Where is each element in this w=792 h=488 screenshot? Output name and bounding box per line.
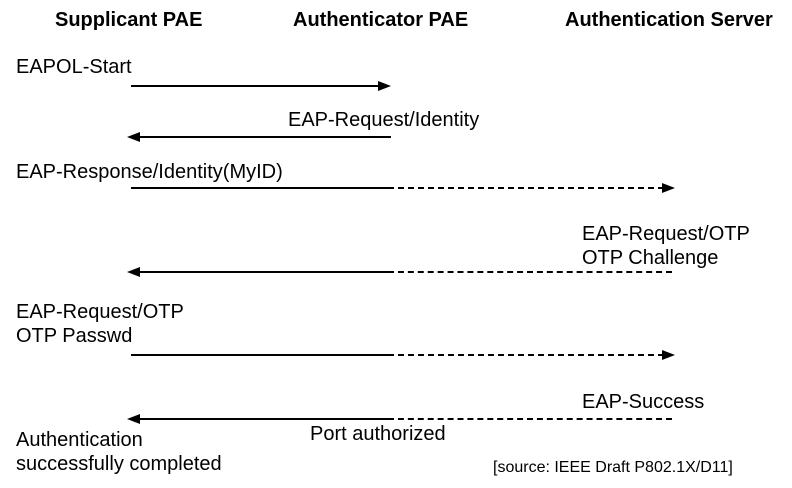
status-label-line2: successfully completed (16, 453, 222, 475)
message-arrow-line-eap-success (388, 418, 672, 420)
message-label-line2: OTP Challenge (582, 247, 719, 269)
arrowhead-left-icon (127, 414, 140, 424)
arrowhead-right-icon (662, 183, 675, 193)
message-label-line1: EAP-Request/OTP (16, 301, 184, 323)
arrowhead-left-icon (127, 267, 140, 277)
message-label-line1: EAP-Request/OTP (582, 223, 750, 245)
message-arrow-line-eap-response-otp (131, 354, 388, 356)
message-label-eap-request-identity: EAP-Request/Identity (288, 109, 480, 131)
message-label-eap-response-identity: EAP-Response/Identity(MyID) (16, 161, 283, 183)
column-header-authentication-server: Authentication Server (565, 9, 773, 31)
message-arrow-line-eap-success (138, 418, 388, 420)
message-label-line2: OTP Passwd (16, 325, 133, 347)
message-arrow-line-eap-response-identity (131, 187, 388, 189)
message-arrow-line-eap-request-identity (138, 136, 391, 138)
status-label-authentication-completed: Authentication successfully completed (16, 428, 222, 476)
column-header-supplicant-pae: Supplicant PAE (55, 9, 203, 31)
arrowhead-right-icon (378, 81, 391, 91)
column-header-authenticator-pae: Authenticator PAE (293, 9, 469, 31)
message-arrow-line-eapol-start (131, 85, 380, 87)
source-citation: [source: IEEE Draft P802.1X/D11] (493, 459, 733, 476)
message-arrow-line-eap-request-otp (138, 271, 388, 273)
status-label-port-authorized: Port authorized (310, 423, 446, 445)
arrowhead-right-icon (662, 350, 675, 360)
message-label-eap-success: EAP-Success (582, 391, 705, 413)
message-arrow-line-eap-response-otp (388, 354, 664, 356)
arrowhead-left-icon (127, 132, 140, 142)
message-arrow-line-eap-request-otp (388, 271, 672, 273)
message-arrow-line-eap-response-identity (388, 187, 664, 189)
message-label-eapol-start: EAPOL-Start (16, 56, 132, 78)
message-label-eap-request-otp-challenge: EAP-Request/OTP OTP Challenge (582, 222, 750, 270)
status-label-line1: Authentication (16, 429, 143, 451)
message-label-eap-response-otp-passwd: EAP-Request/OTP OTP Passwd (16, 300, 184, 348)
